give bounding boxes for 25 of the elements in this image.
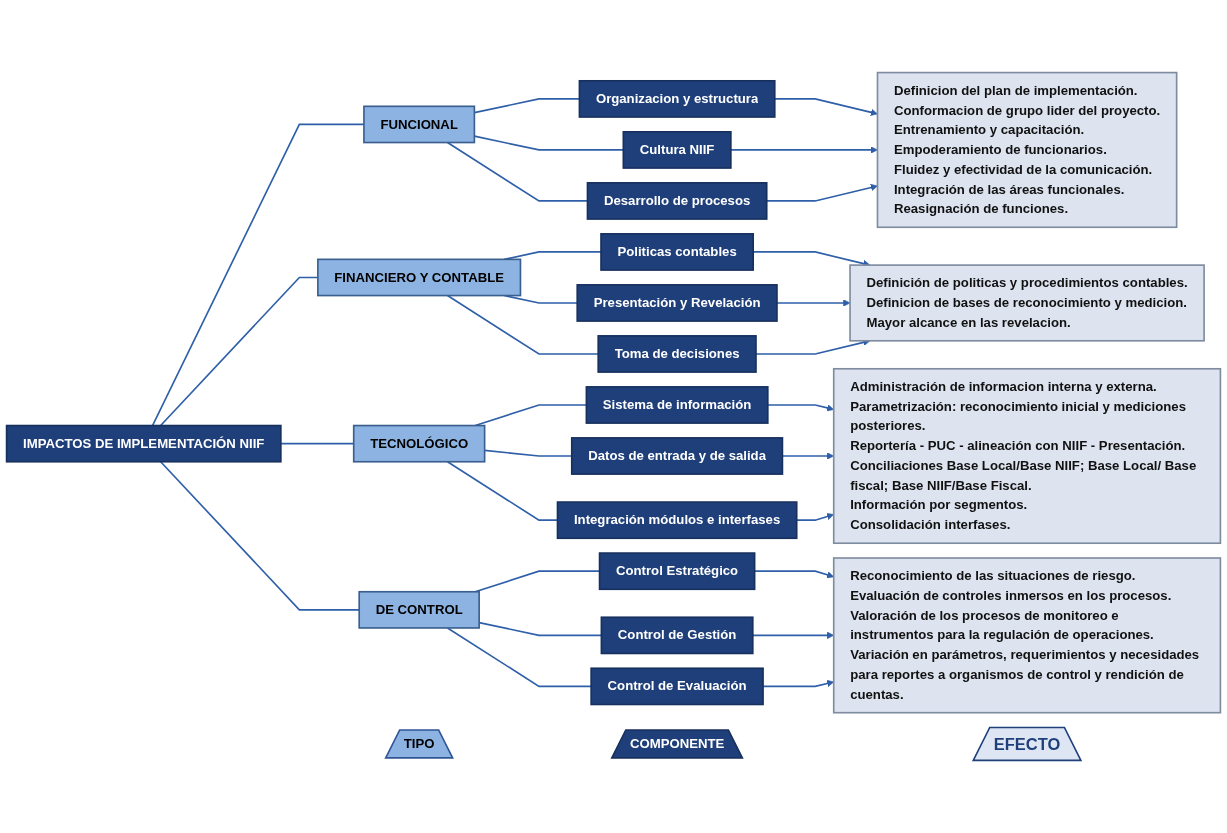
node-box: Presentación y Revelación (576, 284, 778, 322)
node-box: Control de Gestión (600, 616, 754, 655)
node-box: IMPACTOS DE IMPLEMENTACIÓN NIIF (5, 424, 282, 463)
connector (446, 627, 592, 688)
node-box: Definicion del plan de implementación. Conformacion de grupo lider del proyecto. Entrenamiento y capacitación. Empoderamiento de funcionarios. Fluidez y efectividad de la comunicación. Integración de las áreas funcionales. Reasignación de funciones. (876, 71, 1178, 229)
node-box: Politicas contables (600, 233, 754, 271)
node-box: DE CONTROL (358, 590, 480, 629)
connector (159, 460, 360, 611)
node-box: Control Estratégico (598, 552, 756, 591)
node-box: Control de Evaluación (590, 667, 764, 706)
node-box: Reconocimiento de las situaciones de riesgo. Evaluación de controles inmersos en los procesos. Valoración de los procesos de monitoreo e instrumentos para la regulación de operaciones. Variación en parámetros, requerimientos y necesidades para reportes a organismos de control y rendición de cuentas. (832, 557, 1222, 714)
arrow (730, 146, 878, 154)
node-box: Datos de entrada y de salida (570, 437, 784, 475)
node-box: Sistema de información (585, 386, 769, 424)
node-box: Toma de decisiones (597, 335, 757, 373)
node-box: Integración módulos e interfases (556, 501, 798, 540)
node-box: Desarrollo de procesos (586, 182, 768, 220)
node-box: TECNOLÓGICO (352, 424, 486, 463)
node-box: FINANCIERO Y CONTABLE (317, 258, 522, 297)
node-box: Administración de informacion interna y externa. Parametrización: reconocimiento inicial y mediciones posteriores. Reportería - PUC - alineación con NIIF - Presentación. Conciliaciones Base Local/Base NIIF; Base Local/ Base fiscal; Base NIIF/Base Fiscal. Información por segmentos. Consolidación interfases. (832, 367, 1222, 545)
arrow (776, 299, 851, 307)
node-box: Definición de politicas y procedimientos contables. Definicion de bases de reconocimiento y medicion. Mayor alcance en las revelacion. (849, 264, 1205, 342)
node-box: Cultura NIIF (622, 131, 732, 169)
node-box: FUNCIONAL (363, 105, 476, 144)
node-box: Organizacion y estructura (578, 80, 776, 118)
